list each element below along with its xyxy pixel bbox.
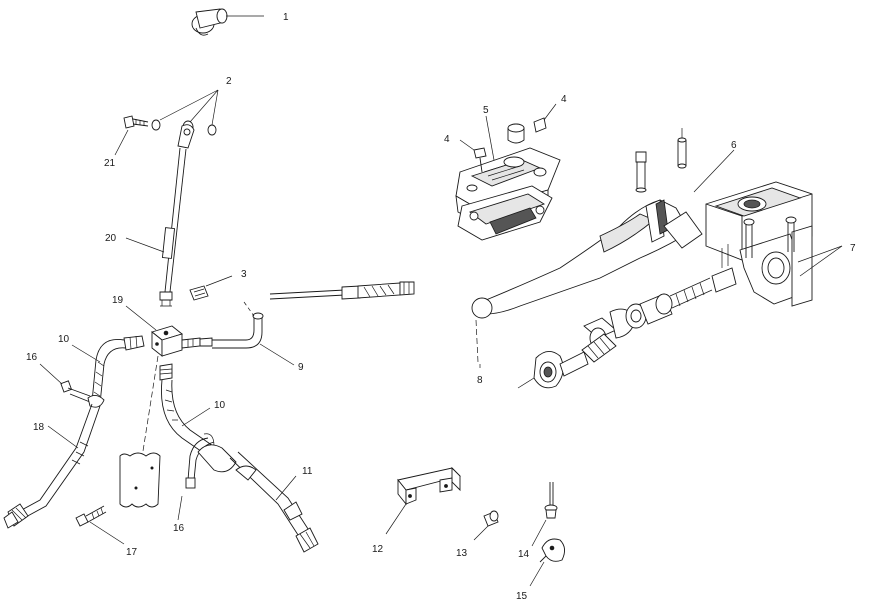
part-7-screws [743, 216, 843, 277]
callout-12: 12 [372, 544, 384, 555]
callout-1: 1 [283, 12, 289, 23]
callout-16-right: 16 [173, 523, 185, 534]
callout-10-left: 10 [58, 334, 70, 345]
callout-13: 13 [456, 548, 468, 559]
callout-4-right: 4 [561, 94, 567, 105]
part-14-rivet [531, 482, 558, 547]
callout-6: 6 [731, 140, 737, 151]
part-6-master-cylinder [693, 149, 813, 307]
part-4-screw-right [507, 103, 557, 144]
callout-2: 2 [226, 76, 232, 87]
part-15-clip [529, 538, 565, 587]
callout-15: 15 [516, 591, 528, 601]
callout-11: 11 [302, 466, 313, 477]
part-4-screw-left [459, 139, 487, 173]
part-20-brake-line [125, 124, 195, 307]
part-9-brake-hose [212, 281, 415, 366]
callout-4-left: 4 [444, 134, 450, 145]
callout-19: 19 [112, 295, 124, 306]
boot-and-pushrod [517, 333, 617, 389]
part-11-lower-right-hose [197, 444, 319, 553]
callout-20: 20 [105, 233, 117, 244]
callout-18: 18 [33, 422, 45, 433]
part-3-bleeder [189, 275, 233, 301]
part-1-tee-fitting [191, 8, 264, 36]
callout-14: 14 [518, 549, 530, 560]
callout-8: 8 [477, 375, 483, 386]
part-10-left-hose [71, 335, 145, 405]
part-21-banjo-bolt [114, 115, 149, 156]
part-16-left-clamp [39, 363, 105, 408]
part-17-bolt [75, 505, 125, 545]
mounting-plate [119, 452, 161, 508]
part-8-brake-lever [471, 199, 703, 368]
callout-10-right: 10 [214, 400, 226, 411]
callout-17: 17 [126, 547, 138, 558]
part-5-reservoir-cover [455, 115, 561, 241]
part-10-right-hose [159, 363, 217, 457]
piston-assembly [583, 267, 737, 349]
callout-7: 7 [850, 243, 856, 254]
part-13-pin [473, 510, 499, 541]
lever-pivot-pins [635, 128, 687, 193]
callout-5: 5 [483, 105, 489, 116]
callout-21: 21 [104, 158, 116, 169]
part-18-lower-left-hose [3, 403, 101, 529]
callout-16-left: 16 [26, 352, 38, 363]
callout-9: 9 [298, 362, 304, 373]
part-19-junction-block [125, 305, 213, 471]
callout-3: 3 [241, 269, 247, 280]
part-12-bracket [385, 466, 461, 535]
